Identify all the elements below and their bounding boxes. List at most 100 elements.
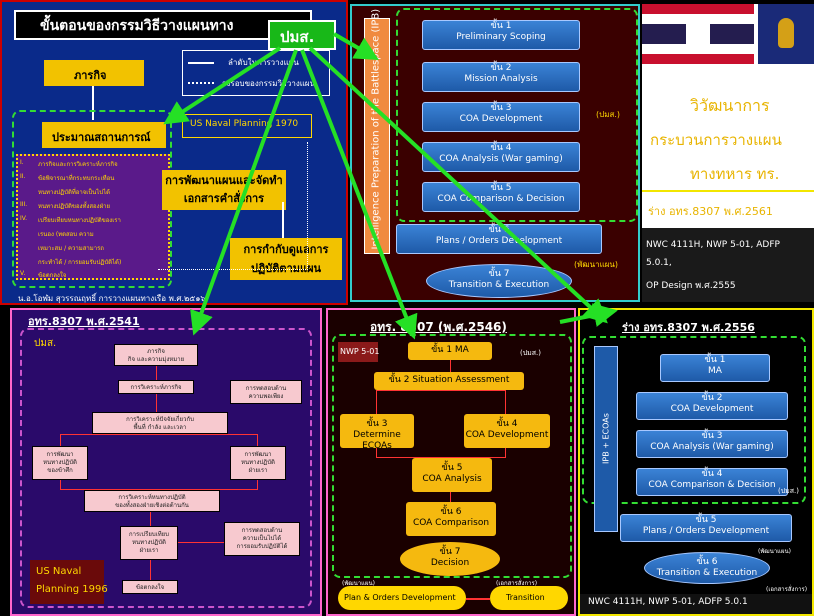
p2-step-6-n: ขั้น 6 — [488, 225, 510, 235]
p4-box-compare: การเปรียบเทียบหนทางปฏิบัติฝ่ายเรา — [120, 526, 178, 560]
p4-box-factors-t: การวิเคราะห์ปัจจัยเกี่ยวกับ — [126, 416, 194, 423]
p1-footer: น.อ.โอฬม สุวรรณฤทธิ์ การวางแผนทางเรือ พ.… — [18, 294, 206, 303]
p5-step-2: ขั้น 2 Situation Assessment — [374, 372, 524, 390]
p4-box-factors: การวิเคราะห์ปัจจัยเกี่ยวกับพื้นที่ กำลัง… — [92, 412, 228, 434]
p4-box-do-1: การพัฒนา — [244, 451, 272, 458]
p5-transition-box — [490, 586, 568, 610]
p4-box-cmp-3: ฝ่ายเรา — [139, 547, 159, 554]
p1-list-9: ข้อตกลงใจ — [38, 272, 67, 279]
p5-tag-right: (เอกสารสั่งการ) — [496, 580, 538, 587]
p6-step-5-n: ขั้น 5 — [695, 515, 717, 525]
p4-box-mission-t: ภารกิจ — [147, 348, 165, 355]
p2-step-5-n: ขั้น 5 — [490, 183, 512, 193]
p6-step-1-t: MA — [708, 366, 722, 376]
p5-nwp: NWP 5-01 — [340, 347, 380, 356]
p6-footer-box — [580, 594, 812, 614]
p1-legend-solid: ลำดับในการวางแผน — [228, 58, 299, 67]
p5-step-4-t: COA Development — [465, 430, 549, 440]
p6-step-3-n: ขั้น 3 — [701, 431, 723, 441]
p1-dotted-loop — [158, 142, 308, 270]
p4-line-7 — [178, 542, 224, 543]
p6-step-6-n: ขั้น 6 — [696, 557, 718, 567]
p6-tag-doc: (เอกสารสั่งการ) — [766, 586, 808, 593]
p1-box-mission — [44, 60, 144, 86]
p1-roman-3: III. — [20, 201, 28, 208]
panel-ipb: Intelligence Preparation of the Battlesp… — [350, 4, 640, 302]
p4-box-factors-s: พื้นที่ กำลัง และเวลา — [133, 424, 187, 431]
p5-step-5-n: ขั้น 5 — [441, 463, 463, 473]
p1-list-8: กระทำได้ / การยอมรับปฏิบัติได้) — [38, 259, 122, 266]
p5-line-1 — [450, 360, 451, 372]
p5-step-1: ขั้น 1 MA — [408, 342, 492, 360]
p6-step-2-n: ขั้น 2 — [701, 393, 723, 403]
p4-box-test-s: ความพอเพียง — [248, 393, 284, 400]
p2-green-frame — [396, 8, 638, 222]
p5-step-7-t: Decision — [430, 558, 470, 568]
p6-step-2-t: COA Development — [670, 404, 754, 414]
p2-step-1-t: Preliminary Scoping — [456, 32, 546, 42]
p1-list-7: เหมาะสม / ความสามารถ — [38, 245, 104, 252]
p2-step-1-n: ขั้น 1 — [490, 21, 512, 31]
p5-line-3 — [376, 448, 506, 458]
p4-box-t2-3: การยอมรับปฏิบัติได้ — [236, 543, 288, 550]
p3-draft: ร่าง อทร.8307 พ.ศ.2561 — [648, 205, 773, 218]
p3-ref-1: NWC 4111H, NWP 5-01, ADFP — [646, 240, 780, 250]
p4-box-dev-own: การพัฒนาหนทางปฏิบัติฝ่ายเรา — [230, 446, 286, 480]
arrow-to-2546 — [300, 49, 418, 340]
panel-2541: อทร.8307 พ.ศ.2541 ปมส. ภารกิจกิจ และความ… — [10, 308, 322, 616]
arrow-2546-to-2556 — [559, 303, 618, 327]
p4-box-cmp-1: การเปรียบเทียบ — [129, 531, 169, 538]
p2-step-3-t: COA Development — [459, 114, 543, 124]
p1-box-estimate-text: ประมาณสถานการณ์ — [52, 131, 151, 144]
p4-box-t2-1: การทดสอบด้าน — [241, 527, 283, 534]
p1-roman-1: I. — [20, 159, 24, 166]
p1-badge-text: ปมส. — [280, 28, 315, 46]
p4-badge: ปมส. — [34, 338, 57, 349]
p4-box-ac-2: ของทั้งสองฝ่ายเชิงต่อต้านกัน — [115, 502, 189, 509]
arrow-to-2541 — [190, 49, 298, 336]
p3-ref-box — [642, 228, 814, 302]
arrow-to-estimate — [163, 46, 282, 125]
p5-line-5 — [466, 598, 490, 600]
p6-step-5-t: Plans / Orders Development — [642, 526, 770, 536]
p1-line-develop-down — [282, 202, 284, 238]
p1-legend-dotted: วงรอบของกรรมวิธีวางแผน — [222, 79, 316, 88]
arrow-to-2556 — [308, 46, 608, 324]
p5-transition: Transition — [506, 593, 545, 602]
panel-1970: ขั้นตอนของกรรมวิธีวางแผนทาง ปมส. ลำดับใน… — [0, 0, 348, 305]
p4-title: อทร.8307 พ.ศ.2541 — [28, 315, 140, 328]
p1-legend-solid-line — [188, 62, 214, 64]
p4-us-label-1: US Naval — [36, 566, 82, 577]
p5-tag-pms: (ปมส.) — [520, 349, 542, 357]
p6-title: ร่าง อทร.8307 พ.ศ.2556 — [622, 321, 755, 334]
p5-nwp-box — [338, 342, 378, 362]
p5-line-4 — [450, 492, 451, 502]
p5-step-3-t: Determine ECOAs — [353, 430, 401, 451]
p3-title-1: วิวัฒนาการ — [690, 96, 770, 115]
p1-box-mission-text: ภารกิจ — [74, 69, 107, 82]
p1-title: ขั้นตอนของกรรมวิธีวางแผนทาง — [40, 18, 234, 34]
p1-box-estimate — [42, 122, 166, 148]
p2-step-4-n: ขั้น 4 — [490, 143, 512, 153]
p6-ipb-bar — [594, 346, 618, 532]
p6-step-1-n: ขั้น 1 — [704, 355, 726, 365]
p1-legend-dotted-line — [188, 82, 214, 84]
p1-title-bar — [14, 10, 312, 40]
p4-box-analyze: การวิเคราะห์ภารกิจ — [118, 380, 194, 394]
p5-tag-left: (พัฒนาแผน) — [342, 580, 376, 587]
p4-box-do-2: หนทางปฏิบัติ — [241, 459, 275, 466]
p5-step-6-n: ขั้น 6 — [440, 507, 462, 517]
p4-line-1 — [156, 366, 157, 380]
p4-box-cmp-2: หนทางปฏิบัติ — [132, 539, 166, 546]
p2-step-4-t: COA Analysis (War gaming) — [439, 154, 563, 164]
p1-legend — [182, 50, 330, 96]
